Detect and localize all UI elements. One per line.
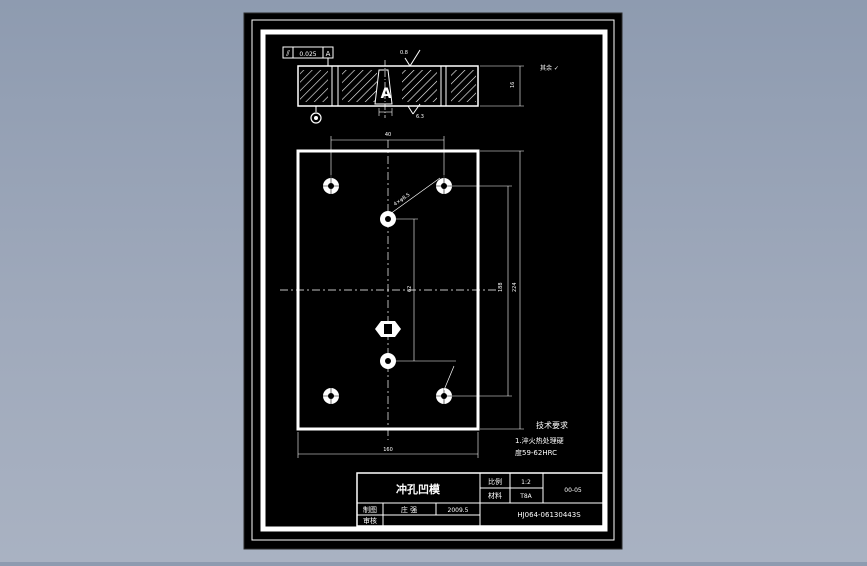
drawn-label: 制图 [363, 505, 377, 514]
roughness-note: 其余 ✓ [540, 64, 559, 72]
hole-top-right [433, 175, 455, 197]
tech-req-line-2: 度59-62HRC [515, 448, 557, 457]
roughness-mark-bottom: 6.3 [407, 103, 424, 120]
drawing-number: 00-05 [564, 487, 582, 494]
tech-req-line-1: 1.淬火热处理硬 [515, 436, 564, 445]
roughness-value-1: 0.8 [400, 50, 408, 56]
part-name: 冲孔凹模 [396, 482, 441, 496]
top-width-value: 40 [385, 132, 391, 138]
inner-vertical-dimension: 62 [394, 218, 456, 362]
right-vertical-dimension-1: 188 [452, 185, 512, 397]
roughness-mark-top: 0.8 [400, 49, 421, 67]
technical-requirements: 技术要求 1.淬火热处理硬 度59-62HRC [515, 420, 568, 457]
height-mid-value: 188 [498, 282, 504, 292]
tech-req-title: 技术要求 [536, 420, 568, 430]
inner-border [260, 29, 608, 532]
hole-bottom-left [320, 385, 342, 407]
drawing-code: HJ064-06130443S [517, 511, 581, 519]
top-width-dimension: 40 [330, 132, 445, 178]
datum-marker [310, 106, 322, 124]
hole-top-left [320, 175, 342, 197]
tolerance-value: 0.025 [299, 51, 316, 58]
tolerance-symbol: ⫽ [285, 49, 290, 58]
height-total-value: 224 [512, 282, 518, 292]
scale-value: 1:2 [521, 479, 531, 486]
hole-bottom-right [433, 385, 455, 407]
thickness-value: 16 [510, 82, 516, 88]
drawn-date: 2009.5 [448, 507, 469, 514]
drawn-name: 庄 强 [401, 505, 417, 514]
tolerance-datum: A [326, 50, 331, 58]
hatch-mid-right [402, 70, 437, 102]
thickness-dimension: 16 [480, 65, 524, 107]
bottom-width-value: 160 [383, 447, 393, 453]
plan-view: 40 [280, 132, 524, 458]
hatch-mid-left [342, 70, 377, 102]
roughness-value-2: 6.3 [416, 114, 424, 120]
section-datum-label: A [381, 86, 392, 102]
punch-die-opening [375, 321, 401, 337]
hatch-left [300, 70, 328, 102]
hole-center-upper [380, 211, 396, 227]
material-value: T8A [519, 493, 532, 500]
check-label: 审核 [363, 516, 377, 525]
section-view: ⫽ 0.025 A A 0.8 6.3 [282, 46, 559, 124]
right-vertical-dimension-2: 224 [480, 150, 524, 430]
title-block: 冲孔凹模 比例 1:2 材料 T8A 00-05 制图 庄 强 2009.5 审… [356, 472, 604, 527]
outer-border [251, 19, 615, 541]
bottom-width-dimension: 160 [297, 432, 479, 458]
material-label: 材料 [488, 491, 502, 500]
hatch-right [451, 70, 476, 102]
hole-note-leader-2 [443, 365, 455, 391]
tolerance-frame: ⫽ 0.025 A [282, 46, 334, 66]
mid-dim-value: 62 [407, 286, 413, 292]
punch-hole-section [374, 69, 393, 105]
scale-label: 比例 [488, 477, 502, 486]
hole-center-lower [380, 353, 396, 369]
